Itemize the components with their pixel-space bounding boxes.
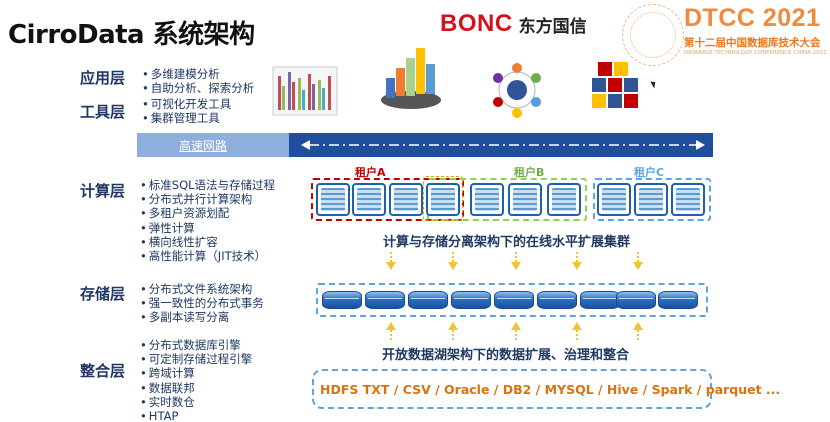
list-item: 跨域计算: [140, 366, 252, 380]
dtcc-subtitle: 第十二届中国数据库技术大会: [684, 37, 821, 49]
down-arrow-icon: [511, 262, 521, 270]
compute-bullets: 标准SQL语法与存储过程 分布式并行计算架构 多租户资源划配 弹性计算 横向线性…: [140, 178, 275, 263]
list-item: 横向线性扩容: [140, 235, 275, 249]
down-arrow-icon: [386, 262, 396, 270]
disk-icon: [494, 291, 534, 309]
compute-caption: 计算与存储分离架构下的在线水平扩展集群: [383, 235, 631, 250]
lake-caption: 开放数据湖架构下的数据扩展、治理和整合: [382, 348, 630, 363]
highway-arrow: [301, 140, 705, 150]
dtcc-emblem: [622, 4, 684, 66]
bonc-name: 东方国信: [518, 16, 587, 37]
tenant-b-label: 租户B: [514, 166, 545, 179]
tenant-c-box: [593, 178, 711, 221]
layer-compute-name: 计算层: [80, 182, 126, 200]
list-item: 多副本读写分离: [140, 310, 264, 324]
list-item: 数据联邦: [140, 381, 252, 395]
list-item: 分布式并行计算架构: [140, 192, 275, 206]
tenant-a-label: 租户A: [355, 166, 386, 179]
list-item: 多维建模分析: [142, 67, 254, 81]
arrow-stem: [576, 252, 578, 262]
list-item: 实时数仓: [140, 395, 252, 409]
up-arrow-icon: [633, 322, 643, 330]
highway-left-segment: 高速网路: [137, 133, 289, 157]
list-item: HTAP: [140, 409, 252, 422]
storage-box: [316, 283, 708, 317]
cube-illustration: [592, 62, 638, 108]
server-node: [316, 183, 350, 216]
app-bullets: 多维建模分析 自助分析、探索分析: [142, 67, 255, 95]
up-arrow-icon: [448, 322, 458, 330]
tenant-c-label: 租户C: [634, 166, 665, 179]
data-sources-text: HDFS TXT / CSV / Oracle / DB2 / MYSQL / …: [320, 382, 781, 397]
storage-bullets: 分布式文件系统架构 强一致性的分布式事务 多副本读写分离: [140, 282, 264, 325]
arrow-stem: [637, 252, 639, 262]
list-item: 可定制存储过程引擎: [140, 352, 253, 366]
disk-icon: [580, 291, 620, 309]
arrow-stem: [390, 330, 392, 340]
disk-icon: [365, 291, 405, 309]
down-arrow-icon: [572, 262, 582, 270]
server-node: [352, 183, 386, 216]
list-item: 可视化开发工具: [142, 97, 232, 111]
network-illustration: [493, 63, 541, 118]
server-node: [389, 183, 423, 216]
list-item: 强一致性的分布式事务: [140, 296, 264, 310]
list-item: 标准SQL语法与存储过程: [140, 178, 275, 192]
layer-tool-name: 工具层: [80, 103, 126, 121]
layer-app-name: 应用层: [80, 69, 126, 87]
arrow-stem: [452, 330, 454, 340]
up-arrow-icon: [386, 322, 396, 330]
arrow-stem: [390, 252, 392, 262]
arrow-stem: [515, 252, 517, 262]
down-arrow-icon: [633, 262, 643, 270]
arrow-stem: [637, 330, 639, 340]
dtcc-logo: DTCC 2021 第十二届中国数据库技术大会 DATABASE TECHNOL…: [622, 2, 828, 66]
layer-integration-name: 整合层: [80, 362, 126, 380]
server-node: [671, 183, 705, 216]
tool-bullets: 可视化开发工具 集群管理工具: [142, 97, 232, 125]
list-item: 分布式文件系统架构: [140, 282, 264, 296]
list-item: 高性能计算（JIT技术）: [140, 249, 275, 263]
shared-node-box: [423, 176, 463, 221]
highway-label: 高速网路: [179, 139, 228, 153]
arrow-stem: [515, 330, 517, 340]
disk-icon: [408, 291, 448, 309]
data-sources-box: HDFS TXT / CSV / Oracle / DB2 / MYSQL / …: [312, 369, 780, 409]
disk-icon: [616, 291, 656, 309]
arrow-stem: [452, 252, 454, 262]
server-node: [508, 183, 542, 216]
dtcc-english: DATABASE TECHNOLOGY CONFERENCE CHINA 202…: [684, 50, 827, 56]
list-item: 分布式数据库引擎: [140, 338, 252, 352]
server-node: [597, 183, 631, 216]
list-item: 弹性计算: [140, 221, 275, 235]
integration-bullets: 分布式数据库引擎 可定制存储过程引擎 跨域计算 数据联邦 实时数仓 HTAP: [140, 338, 253, 422]
up-arrow-icon: [511, 322, 521, 330]
3d-bar-chart-illustration: [381, 48, 441, 109]
bonc-brand: BONC: [440, 10, 513, 37]
disk-icon: [658, 291, 698, 309]
dtcc-emblem-inner: [630, 12, 676, 58]
disk-icon: [322, 291, 362, 309]
server-node: [426, 183, 460, 216]
layer-storage-name: 存储层: [80, 285, 126, 303]
dtcc-title: DTCC 2021: [684, 4, 821, 32]
server-node: [470, 183, 504, 216]
page-title: CirroData 系统架构: [8, 20, 255, 50]
list-item: 集群管理工具: [142, 111, 231, 125]
arrow-stem: [576, 330, 578, 340]
list-item: 自助分析、探索分析: [142, 81, 255, 95]
cursor-icon: [650, 79, 658, 89]
server-node: [634, 183, 668, 216]
server-node: [547, 183, 581, 216]
disk-icon: [451, 291, 491, 309]
tenant-a-box: [311, 178, 464, 221]
bonc-logo: BONC 东方国信: [440, 10, 587, 38]
down-arrow-icon: [448, 262, 458, 270]
highway-bar: 高速网路: [137, 133, 713, 157]
disk-icon: [537, 291, 577, 309]
bar-chart-illustration: [272, 66, 338, 116]
up-arrow-icon: [572, 322, 582, 330]
list-item: 多租户资源划配: [140, 206, 275, 220]
